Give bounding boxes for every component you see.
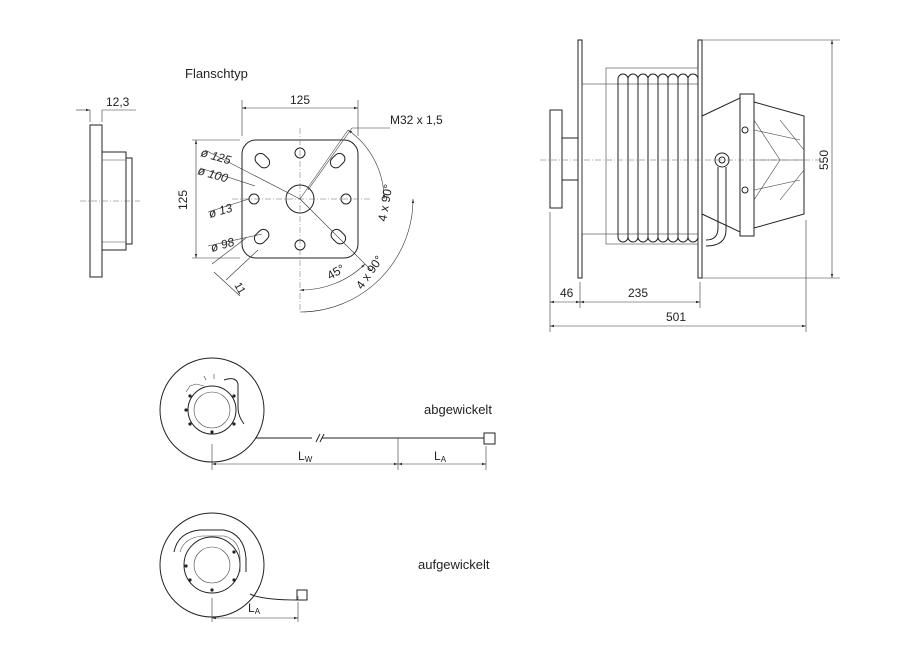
dia-13-label: ø 13 xyxy=(207,201,234,221)
dim-thickness-label: 12,3 xyxy=(106,95,130,109)
dia-98-label: ø 98 xyxy=(209,235,236,255)
dia-100-label: ø 100 xyxy=(196,163,230,185)
flange-front-view xyxy=(192,100,415,313)
reel-side-view xyxy=(540,39,840,332)
dim-width-label: 125 xyxy=(290,93,310,107)
la-dimension-label: LA xyxy=(434,449,447,464)
dim-501-label: 501 xyxy=(666,310,686,324)
thread-label: M32 x 1,5 xyxy=(390,113,443,127)
dim-46-label: 46 xyxy=(560,286,574,300)
angle-4x90-right-label: 4 x 90° xyxy=(375,183,395,223)
la-wound-dimension-label: LA xyxy=(248,601,261,616)
angle-4x90-bottom-label: 4 x 90° xyxy=(353,253,386,292)
lw-dimension-label: LW xyxy=(298,449,313,464)
wound-label: aufgewickelt xyxy=(418,557,490,572)
flange-type-title: Flanschtyp xyxy=(185,66,248,81)
dim-550-label: 550 xyxy=(817,150,831,170)
dim-11-label: 11 xyxy=(231,281,247,297)
reel-wound xyxy=(159,512,308,622)
dim-height-label: 125 xyxy=(176,190,190,210)
reel-unwound xyxy=(159,357,496,470)
unwound-label: abgewickelt xyxy=(424,402,492,417)
flange-side-section xyxy=(76,108,140,278)
hose-coils xyxy=(617,73,699,243)
dim-235-label: 235 xyxy=(628,286,648,300)
